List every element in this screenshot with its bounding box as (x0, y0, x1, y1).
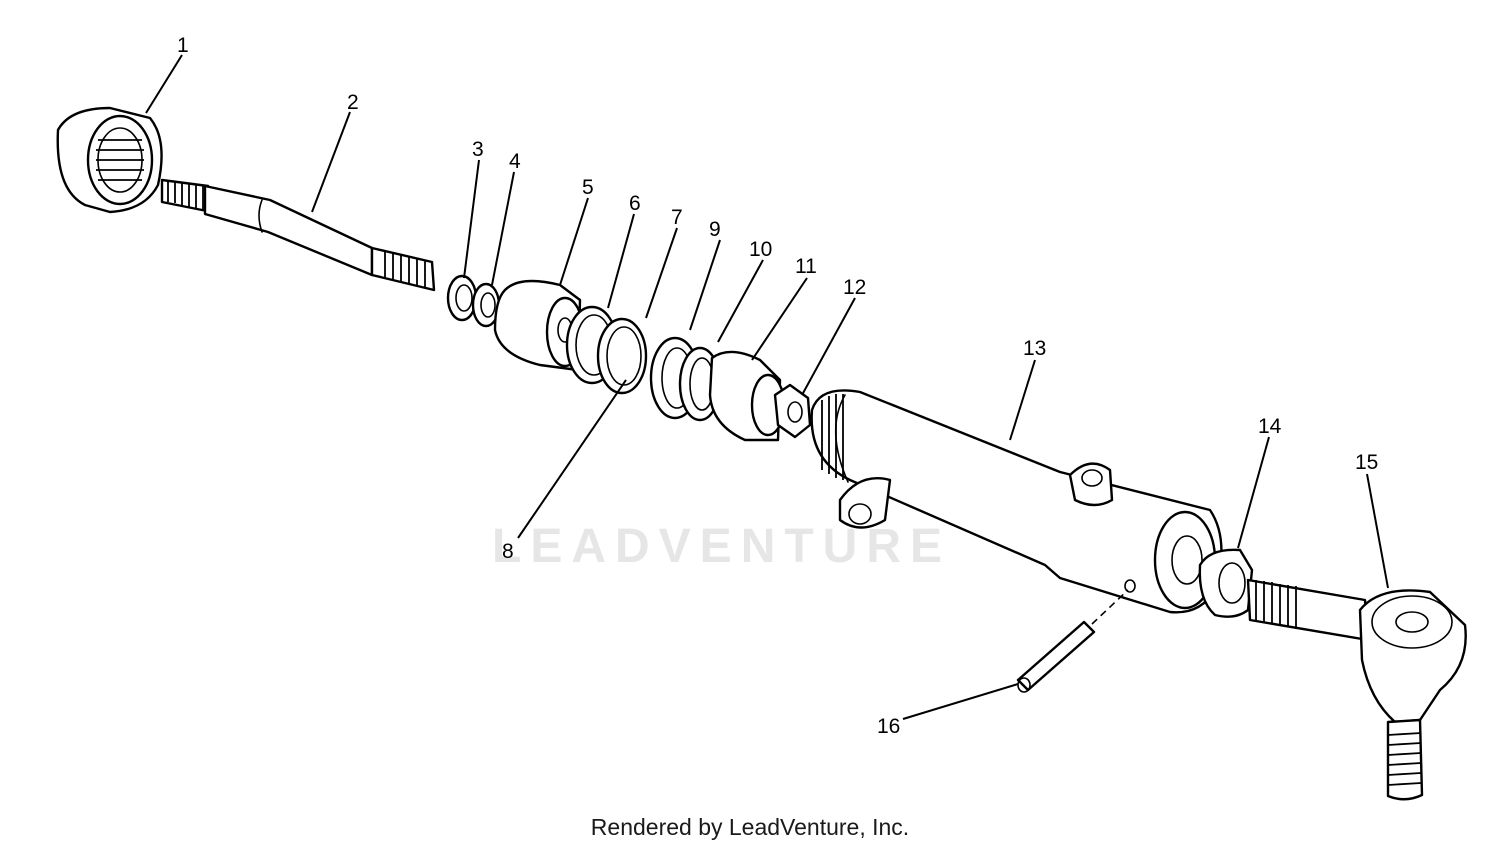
part-14-jam-nut (1198, 548, 1254, 618)
watermark-text: LEADVENTURE (492, 520, 951, 573)
part-12-nut (773, 383, 812, 439)
callout-3: 3 (472, 138, 484, 161)
callout-15: 15 (1355, 451, 1378, 474)
leader-lines (145, 54, 1389, 720)
callout-12: 12 (843, 276, 866, 299)
part-5-piston (493, 279, 585, 372)
callout-7: 7 (671, 206, 683, 229)
part-2-rod (160, 178, 436, 292)
callout-11: 11 (795, 255, 817, 278)
callout-1: 1 (177, 34, 189, 57)
callout-16: 16 (877, 715, 900, 738)
callout-6: 6 (629, 192, 641, 215)
callout-4: 4 (509, 150, 521, 173)
callout-13: 13 (1023, 337, 1046, 360)
part-7-oring (596, 317, 648, 395)
callout-14: 14 (1258, 415, 1282, 438)
callout-2: 2 (347, 91, 359, 114)
part-1-collar (56, 106, 163, 214)
callout-5: 5 (582, 176, 594, 199)
footer-credit: Rendered by LeadVenture, Inc. (590, 814, 910, 840)
part-13-cylinder (810, 389, 1223, 614)
part-15-tie-rod-end (1246, 578, 1467, 801)
callout-10: 10 (749, 238, 772, 261)
part-16-roll-pin (1016, 589, 1129, 693)
part-11-piston (708, 350, 786, 442)
callout-labels: 1 2 3 4 5 6 7 8 9 10 11 12 13 14 15 16 (177, 34, 1378, 738)
callout-9: 9 (709, 218, 721, 241)
part-4-ring (471, 282, 501, 328)
callout-8: 8 (502, 540, 514, 563)
part-3-ring (446, 274, 478, 322)
